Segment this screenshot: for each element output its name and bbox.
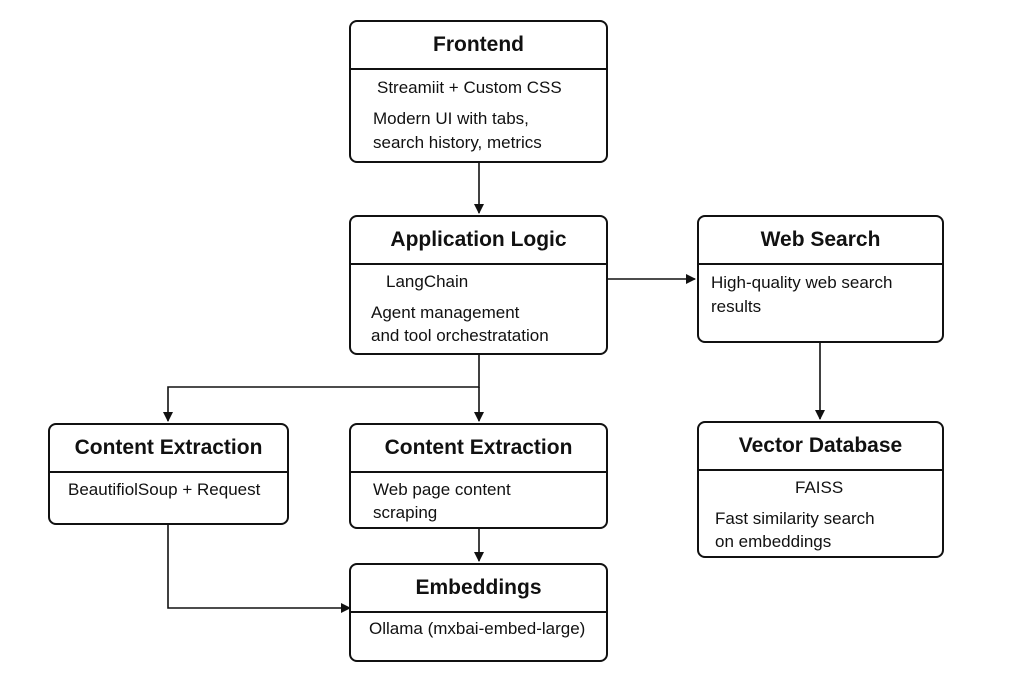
application-logic-node: Application Logic LangChain Agent manage… bbox=[349, 215, 608, 355]
web-search-desc-line-2: results bbox=[711, 297, 762, 316]
embeddings-tech: Ollama (mxbai-embed-large) bbox=[369, 619, 586, 638]
embeddings-title: Embeddings bbox=[351, 565, 606, 613]
edge-app-logic-to-content-left bbox=[163, 354, 480, 422]
content-extraction-mid-desc-line-2: scraping bbox=[373, 503, 438, 522]
vector-database-desc-line-2: on embeddings bbox=[715, 532, 832, 551]
vector-database-node: Vector Database FAISS Fast similarity se… bbox=[697, 421, 944, 558]
application-logic-desc-line-2: and tool orchestratation bbox=[371, 326, 549, 345]
vector-database-desc-line-1: Fast similarity search bbox=[715, 509, 875, 528]
web-search-title: Web Search bbox=[699, 217, 942, 265]
embeddings-node: Embeddings Ollama (mxbai-embed-large) bbox=[349, 563, 608, 662]
web-search-desc-line-1: High-quality web search bbox=[711, 273, 893, 292]
application-logic-desc-line-1: Agent management bbox=[371, 303, 520, 322]
application-logic-tech: LangChain bbox=[386, 272, 469, 291]
content-extraction-mid-title: Content Extraction bbox=[351, 425, 606, 473]
application-logic-title: Application Logic bbox=[351, 217, 606, 265]
frontend-desc-line-2: search history, metrics bbox=[373, 133, 542, 152]
frontend-node: Frontend Streamiit + Custom CSS Modern U… bbox=[349, 20, 608, 163]
content-extraction-left-node: Content Extraction BeautifiolSoup + Requ… bbox=[48, 423, 289, 525]
content-extraction-mid-node: Content Extraction Web page content scra… bbox=[349, 423, 608, 529]
vector-database-tech: FAISS bbox=[795, 478, 844, 497]
content-extraction-mid-desc-line-1: Web page content bbox=[373, 480, 511, 499]
web-search-node: Web Search High-quality web search resul… bbox=[697, 215, 944, 343]
frontend-title: Frontend bbox=[351, 22, 606, 70]
vector-database-title: Vector Database bbox=[699, 423, 942, 471]
content-extraction-left-tech: BeautifiolSoup + Request bbox=[68, 480, 261, 499]
frontend-desc-line-1: Modern UI with tabs, bbox=[373, 109, 529, 128]
frontend-tech: Streamiit + Custom CSS bbox=[377, 78, 562, 97]
edge-content-left-to-embeddings bbox=[167, 524, 351, 613]
content-extraction-left-title: Content Extraction bbox=[50, 425, 287, 473]
